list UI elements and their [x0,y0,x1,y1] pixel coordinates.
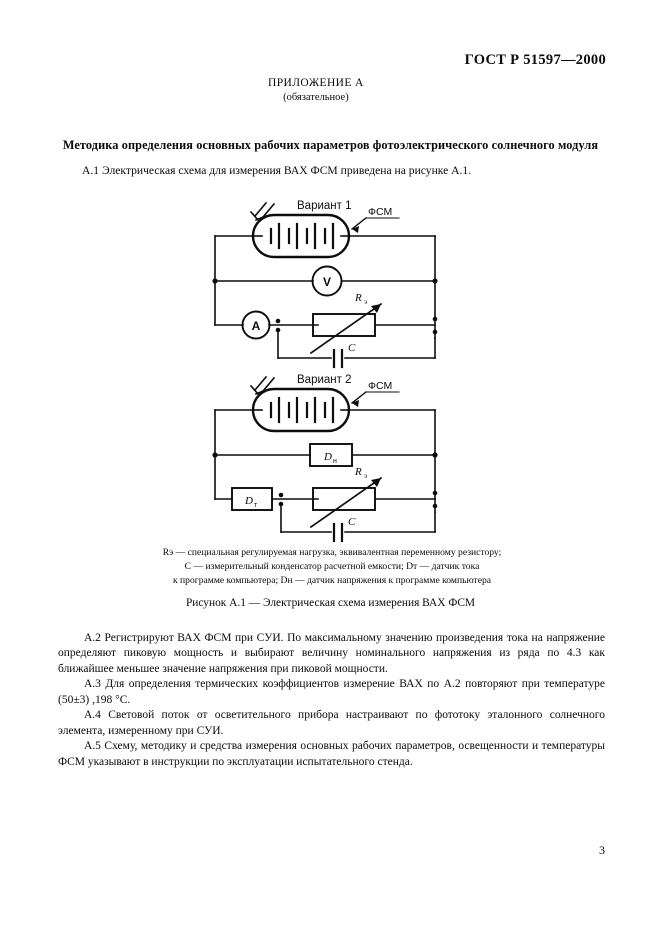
variant1-title-label: Вариант 1 [297,200,352,212]
node-dot [432,316,438,322]
illumination-arrows-icon [249,201,276,223]
node-dot [432,278,438,284]
figure-legend-line-1: Rэ — специальная регулируемая нагрузка, … [162,547,502,558]
figure-legend-line-2: C — измерительный конденсатор расчетной … [184,560,480,572]
pv-cell-symbols [269,396,335,424]
clause-a2: А.2 Регистрируют ВАХ ФСМ при СУИ. По мак… [58,632,605,675]
pv-module-body [251,213,351,259]
variable-resistor-sublabel: э [364,297,367,306]
pv-module-body [251,387,351,433]
node-dot [432,452,438,458]
ammeter-label: A [252,319,261,333]
node-dot [212,452,218,458]
annex-heading: ПРИЛОЖЕНИЕ А (обязательное) [268,76,364,105]
node-dot [278,492,284,498]
clause-a5: А.5 Схему, методику и средства измерения… [58,740,605,768]
figure-caption: Рисунок А.1 — Электрическая схема измере… [185,597,476,609]
variable-resistor-label: R [354,292,362,304]
voltage-sensor-sublabel: н [333,458,337,465]
figure-legend-line-3: к программе компьютера; Dн — датчик напр… [172,574,492,586]
clauses-body: А.2 Регистрируют ВАХ ФСМ при СУИ. По мак… [58,631,605,770]
variant2-module-label: ФСМ [368,380,392,392]
resistor-arrow-head [371,304,381,313]
standard-number-header: ГОСТ Р 51597—2000 [464,52,606,68]
capacitor-label: C [348,342,356,354]
variable-resistor-label: R [354,466,362,478]
clause-a3: А.3 Для определения термических коэффици… [58,678,605,706]
capacitor-symbol [332,522,344,543]
variable-resistor-body [312,313,376,337]
capacitor-symbol [332,348,344,369]
variable-resistor-body [312,487,376,511]
node-dot [432,490,438,496]
variant1-module-label: ФСМ [368,206,392,218]
pv-cell-symbols [269,222,335,250]
annex-title: ПРИЛОЖЕНИЕ А [268,77,364,89]
node-dot [212,278,218,284]
node-dot [432,503,438,509]
circuit-diagram-svg: Вариант 1 ФСМ [212,200,438,543]
resistor-arrow-head [371,478,381,487]
node-dot [432,329,438,335]
node-dot [275,318,281,324]
voltmeter-label: V [323,275,331,289]
current-sensor-sublabel: т [254,502,258,509]
voltage-sensor-label: D [323,451,332,463]
current-sensor-label: D [244,495,253,507]
clause-a4: А.4 Световой поток от осветительного при… [58,709,605,737]
page-title: Методика определения основных рабочих па… [62,138,599,152]
variant2-title-label: Вариант 2 [297,374,352,386]
page-number: 3 [599,843,605,857]
capacitor-label: C [348,516,356,528]
variable-resistor-sublabel: э [364,471,367,480]
voltmeter-symbol [311,265,343,297]
clause-a1: А.1 Электрическая схема для измерения ВА… [82,164,472,177]
voltage-sensor-body [309,443,353,467]
figure-legend: Rэ — специальная регулируемая нагрузка, … [132,546,532,588]
figure-a1: Вариант 1 ФСМ [0,193,661,543]
annex-subtitle: (обязательное) [283,92,349,104]
